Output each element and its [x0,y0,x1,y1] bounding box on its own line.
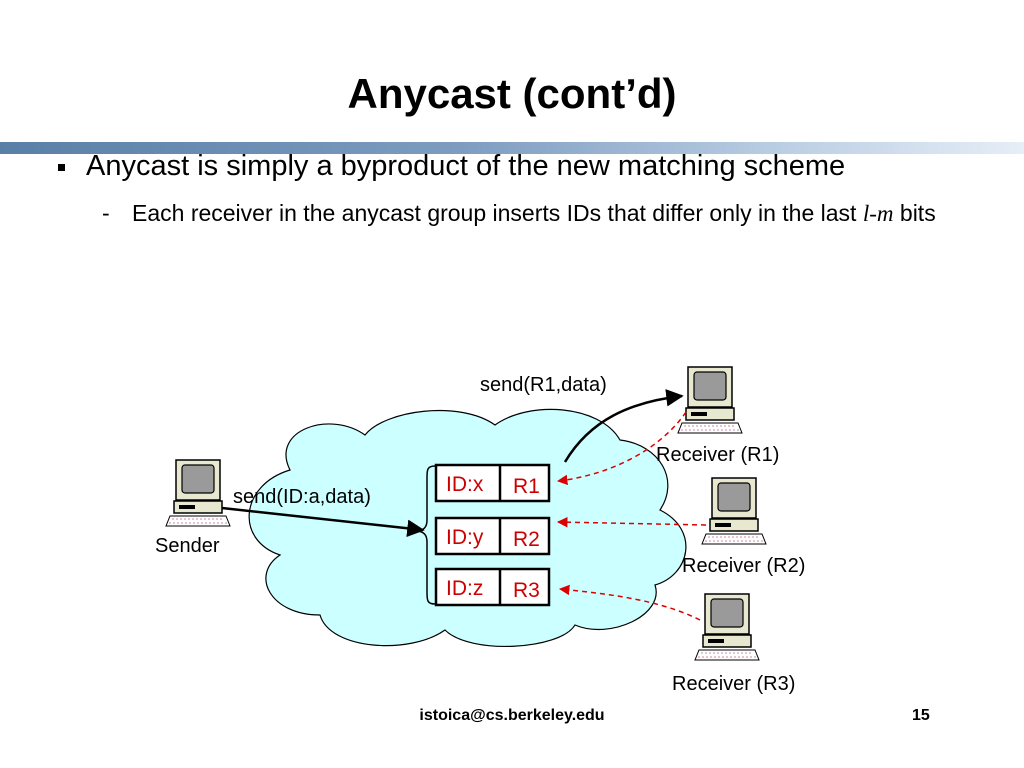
receiver-r1-label: Receiver (R1) [656,444,779,466]
receiver-r3-computer-icon [694,593,760,661]
sender-computer-icon [165,459,231,527]
send-id-arrow [221,506,425,537]
bullet-2-text: Each receiver in the anycast group inser… [132,198,1002,229]
footer-email: istoica@cs.berkeley.edu [419,707,605,724]
trigger-target-r2: R2 [513,528,540,551]
trigger-table [434,463,551,607]
bullet-dash: - [102,200,110,226]
send-id-label: send(ID:a,data) [233,486,371,508]
bullet-square-icon [58,164,65,171]
trigger-id-x: ID:x [446,473,484,496]
send-r1-label: send(R1,data) [480,374,607,396]
receiver-r2-computer-icon [701,477,767,545]
slide-title: Anycast (cont’d) [347,70,677,117]
trigger-id-z: ID:z [446,577,483,600]
title-divider [0,142,1024,154]
receiver-r1-computer-icon [677,366,743,434]
trigger-target-r1: R1 [513,475,540,498]
bullet-1-text: Anycast is simply a byproduct of the new… [86,150,846,182]
sender-label: Sender [155,535,220,557]
r1-insert-arrow [556,411,687,486]
page-number: 15 [912,707,930,724]
bullet-2-italic: l-m [862,201,894,226]
send-r1-arrow [563,389,684,463]
bullet-2-text-start: Each receiver in the anycast group inser… [132,200,863,226]
r3-insert-arrow [558,584,701,621]
trigger-id-y: ID:y [446,526,484,549]
receiver-r3-label: Receiver (R3) [672,673,795,695]
r2-insert-arrow [556,516,707,528]
bullet-2-text-end: bits [893,200,936,226]
trigger-target-r3: R3 [513,579,540,602]
receiver-r2-label: Receiver (R2) [682,555,805,577]
